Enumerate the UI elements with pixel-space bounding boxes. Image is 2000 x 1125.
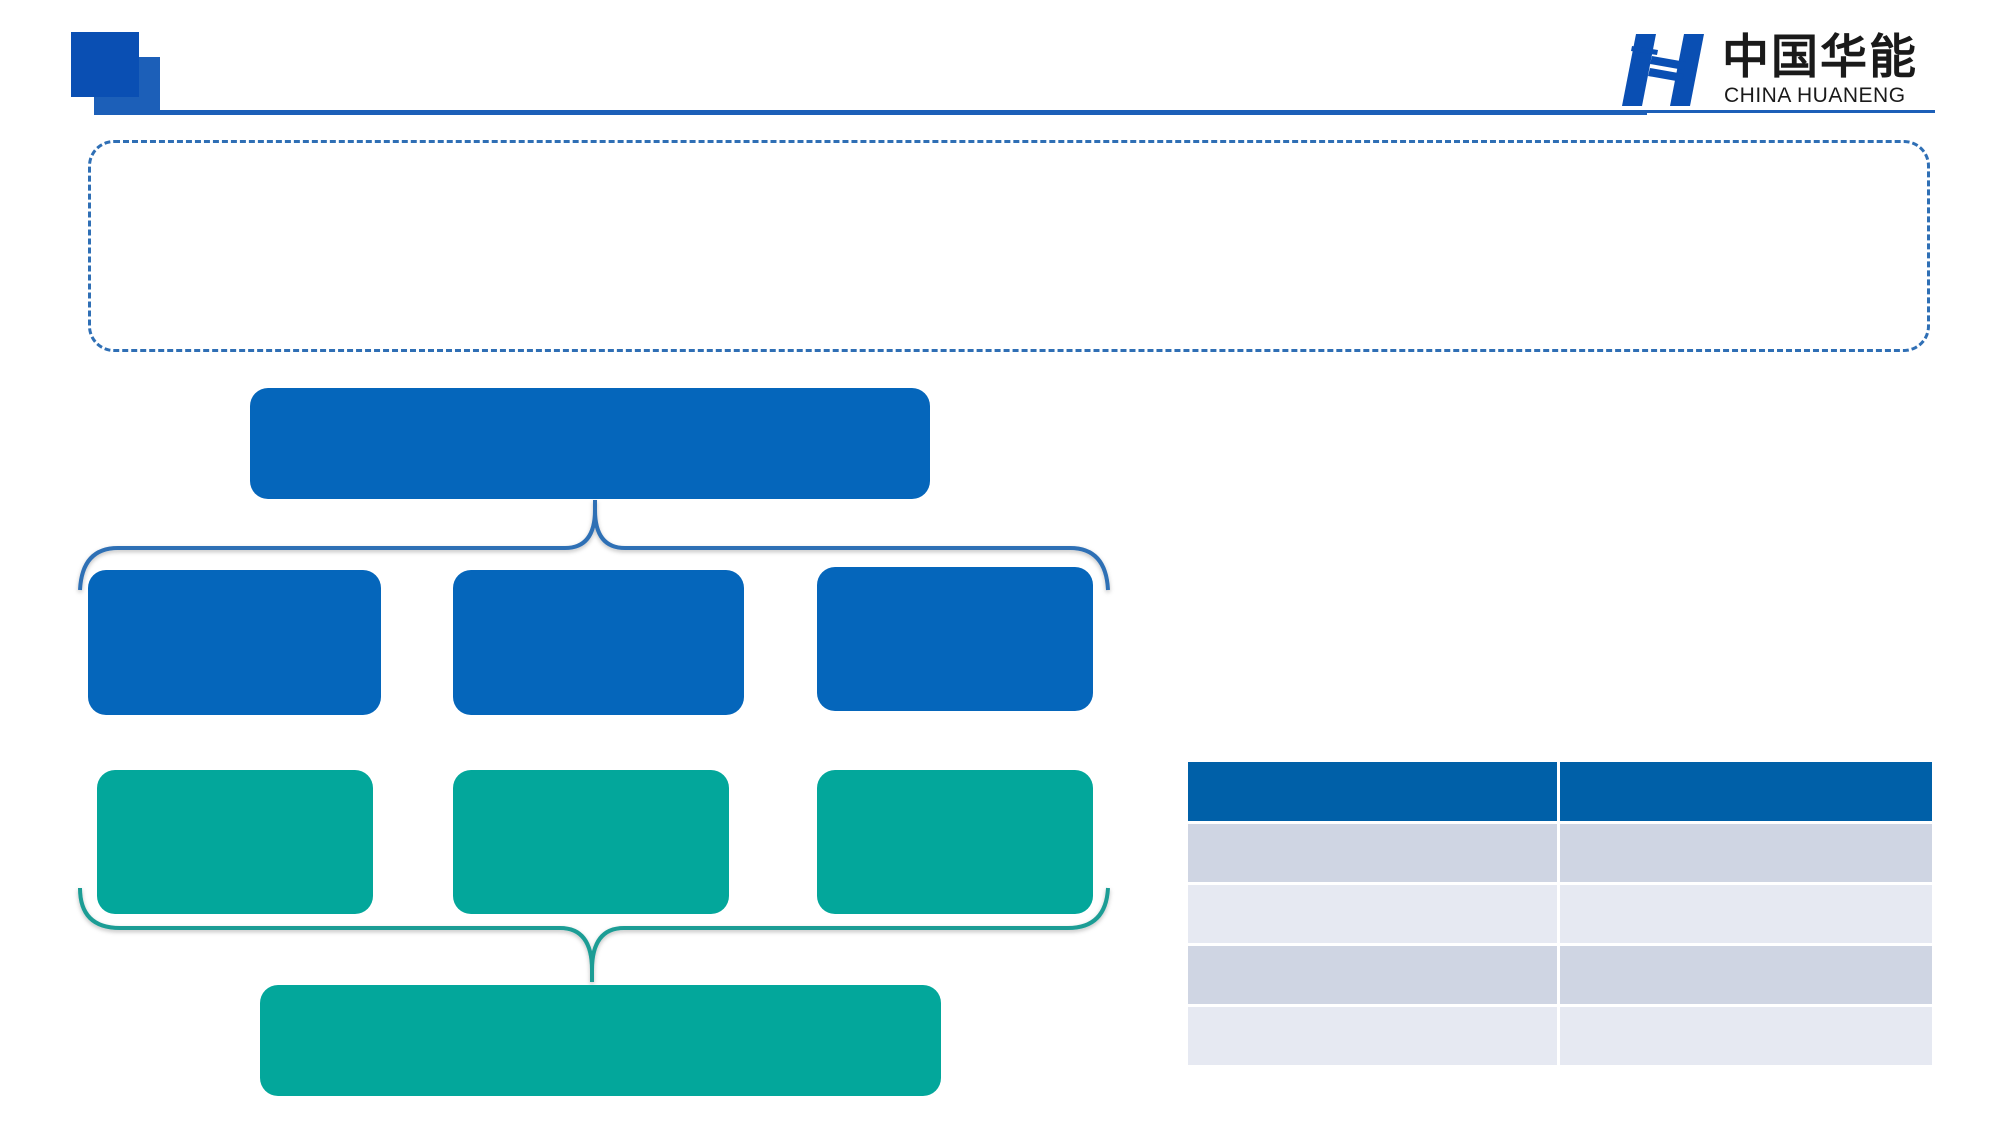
table-cell xyxy=(1188,824,1560,885)
diagram-connector-braces xyxy=(78,500,1110,982)
teal-box-3 xyxy=(817,770,1093,914)
blue-box-1 xyxy=(88,570,381,715)
table-row xyxy=(1188,946,1932,1007)
logo-english-name: CHINA HUANENG xyxy=(1724,84,1906,107)
table-row xyxy=(1188,824,1932,885)
table-cell xyxy=(1188,885,1560,946)
teal-box-1 xyxy=(97,770,373,914)
table-cell xyxy=(1188,1007,1560,1068)
table-cell xyxy=(1560,824,1932,885)
logo-chinese-name: 中国华能 xyxy=(1722,30,1918,85)
bottom-teal-box xyxy=(260,985,941,1096)
table-header-row xyxy=(1188,762,1932,824)
table-cell xyxy=(1560,946,1932,1007)
table-header-cell xyxy=(1560,762,1932,824)
header-divider-line xyxy=(94,110,1647,115)
bottom-brace xyxy=(78,887,1110,982)
table-cell xyxy=(1188,946,1560,1007)
top-brace xyxy=(78,500,1110,591)
table-row xyxy=(1188,1007,1932,1068)
china-huaneng-logo: 中国华能 CHINA HUANENG xyxy=(1622,30,1940,114)
top-blue-box xyxy=(250,388,930,499)
teal-box-2 xyxy=(453,770,729,914)
table-header-cell xyxy=(1188,762,1560,824)
table-row xyxy=(1188,885,1932,946)
table-cell xyxy=(1560,1007,1932,1068)
blue-box-3 xyxy=(817,567,1093,711)
data-table xyxy=(1188,762,1932,1068)
table-cell xyxy=(1560,885,1932,946)
header-corner-square-front xyxy=(71,32,139,97)
dashed-text-frame xyxy=(88,140,1930,352)
huaneng-h-logo-icon xyxy=(1622,34,1704,106)
header-divider-line-tail xyxy=(1640,110,1935,113)
blue-box-2 xyxy=(453,570,744,715)
